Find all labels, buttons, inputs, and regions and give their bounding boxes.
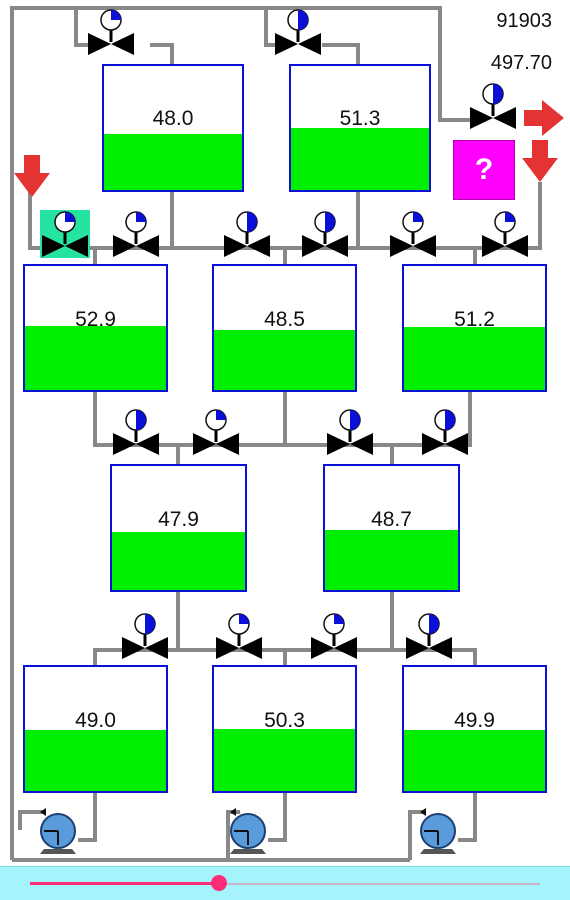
tank-t9: 50.3 — [212, 665, 357, 793]
valve-icon[interactable] — [468, 82, 518, 130]
inlet-arrow-left-icon — [14, 155, 50, 197]
tank-liquid — [291, 128, 429, 190]
valve-icon[interactable] — [480, 210, 530, 258]
tank-level-label: 49.0 — [75, 709, 116, 732]
pump-icon[interactable] — [36, 805, 80, 855]
speed-slider[interactable] — [0, 866, 570, 900]
tank-t1: 48.0 — [102, 64, 244, 192]
valve-icon[interactable] — [325, 408, 375, 456]
question-mark-label: ? — [474, 153, 494, 186]
tank-liquid — [404, 730, 545, 791]
valve-icon[interactable] — [309, 612, 359, 660]
valve-icon[interactable] — [86, 8, 136, 56]
valve-icon[interactable] — [214, 612, 264, 660]
tank-level-label: 50.3 — [264, 709, 305, 732]
mystery-box[interactable]: ? — [453, 140, 515, 200]
tank-liquid — [25, 325, 166, 390]
tank-t8: 49.0 — [23, 665, 168, 793]
total-readout: 497.70 — [490, 52, 552, 74]
tank-level-label: 49.9 — [454, 709, 495, 732]
tank-level-label: 48.5 — [264, 308, 305, 331]
valve-icon[interactable] — [300, 210, 350, 258]
tank-liquid — [404, 326, 545, 390]
valve-icon[interactable] — [222, 210, 272, 258]
tank-liquid — [104, 134, 242, 190]
inlet-arrow-right-icon — [522, 140, 558, 182]
tank-t3: 52.9 — [23, 264, 168, 392]
valve-icon[interactable] — [273, 8, 323, 56]
valve-icon[interactable] — [404, 612, 454, 660]
tank-t4: 48.5 — [212, 264, 357, 392]
tank-level-label: 48.7 — [371, 508, 412, 531]
tank-liquid — [325, 530, 458, 590]
score-readout: 91903 — [496, 10, 552, 32]
valve-icon[interactable] — [388, 210, 438, 258]
tank-level-label: 51.2 — [454, 308, 495, 331]
tank-t7: 48.7 — [323, 464, 460, 592]
tank-liquid — [214, 729, 355, 791]
valve-icon[interactable] — [191, 408, 241, 456]
tank-level-label: 48.0 — [152, 107, 194, 130]
tank-t5: 51.2 — [402, 264, 547, 392]
tank-t6: 47.9 — [110, 464, 247, 592]
tank-level-label: 47.9 — [158, 508, 199, 531]
tank-liquid — [112, 531, 245, 590]
outlet-arrow-right-icon — [524, 100, 564, 136]
tank-level-label: 52.9 — [75, 308, 116, 331]
tank-t10: 49.9 — [402, 665, 547, 793]
pump-icon[interactable] — [416, 805, 460, 855]
valve-icon[interactable] — [120, 612, 170, 660]
valve-icon[interactable] — [111, 408, 161, 456]
tank-level-label: 51.3 — [339, 107, 381, 130]
valve-icon[interactable] — [40, 210, 90, 258]
slider-track-fill — [30, 882, 219, 885]
valve-icon[interactable] — [111, 210, 161, 258]
valve-icon[interactable] — [420, 408, 470, 456]
tank-liquid — [214, 330, 355, 390]
tank-liquid — [25, 730, 166, 791]
slider-thumb[interactable] — [210, 875, 227, 891]
slider-track[interactable] — [30, 883, 540, 885]
pump-icon[interactable] — [226, 805, 270, 855]
tank-t2: 51.3 — [289, 64, 431, 192]
